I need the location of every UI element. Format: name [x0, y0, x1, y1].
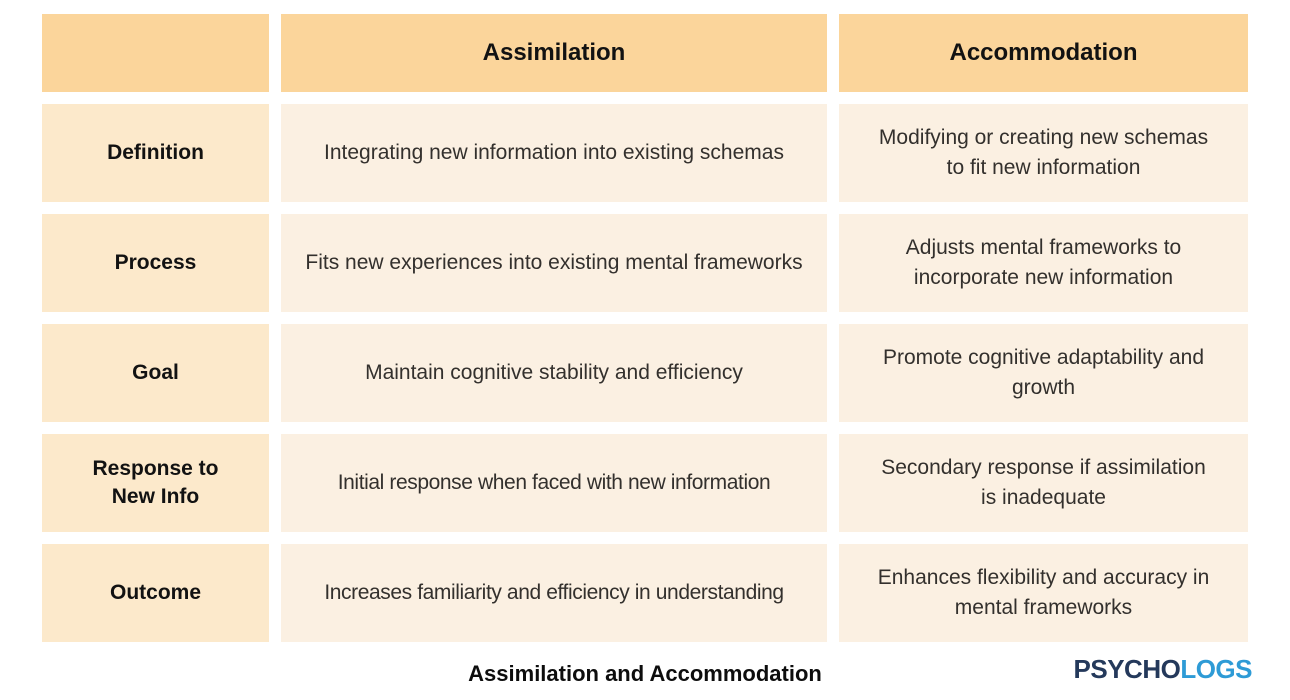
logo-text-psycho: PSYCHO: [1073, 654, 1181, 684]
cell-text: Initial response when faced with new inf…: [337, 470, 771, 494]
cell-goal-assimilation: Maintain cognitive stability and efficie…: [281, 324, 827, 422]
row-label-outcome: Outcome: [42, 544, 269, 642]
cell-text: Integrating new information into existin…: [324, 140, 784, 164]
row-label-text: Outcome: [109, 580, 201, 604]
row-label-text: Process: [114, 250, 197, 274]
logo-text-logs: LOGS: [1180, 654, 1252, 684]
table-title: Assimilation and Accommodation: [468, 661, 822, 686]
row-label-text: Definition: [107, 140, 204, 164]
cell-text: Promote cognitive adaptability and growt…: [882, 345, 1205, 399]
row-label-process: Process: [42, 214, 269, 312]
header-cell-accommodation: Accommodation: [839, 14, 1248, 92]
cell-process-accommodation: Adjusts mental frameworks to incorporate…: [839, 214, 1248, 312]
row-label-goal: Goal: [42, 324, 269, 422]
cell-definition-accommodation: Modifying or creating new schemas to fit…: [839, 104, 1248, 202]
cell-text: Enhances flexibility and accuracy in men…: [877, 565, 1210, 619]
row-label-definition: Definition: [42, 104, 269, 202]
header-cell-empty: [42, 14, 269, 92]
cell-text: Increases familiarity and efficiency in …: [324, 580, 784, 604]
cell-goal-accommodation: Promote cognitive adaptability and growt…: [839, 324, 1248, 422]
cell-process-assimilation: Fits new experiences into existing menta…: [281, 214, 827, 312]
header-label: Assimilation: [482, 39, 626, 66]
row-label-text: Response to New Info: [92, 456, 219, 508]
header-cell-assimilation: Assimilation: [281, 14, 827, 92]
cell-text: Fits new experiences into existing menta…: [305, 250, 803, 274]
psychologs-logo: PSYCHOLOGS: [1073, 654, 1253, 685]
row-label-response-to-new-info: Response to New Info: [42, 434, 269, 532]
cell-text: Maintain cognitive stability and efficie…: [365, 360, 743, 384]
header-label: Accommodation: [949, 39, 1138, 66]
cell-text: Modifying or creating new schemas to fit…: [878, 125, 1209, 179]
row-label-text: Goal: [132, 360, 179, 384]
comparison-table: Assimilation Accommodation Definition In…: [42, 14, 1248, 642]
cell-outcome-accommodation: Enhances flexibility and accuracy in men…: [839, 544, 1248, 642]
cell-text: Adjusts mental frameworks to incorporate…: [905, 235, 1182, 289]
cell-definition-assimilation: Integrating new information into existin…: [281, 104, 827, 202]
cell-response-accommodation: Secondary response if assimilation is in…: [839, 434, 1248, 532]
cell-text: Secondary response if assimilation is in…: [881, 455, 1206, 509]
cell-response-assimilation: Initial response when faced with new inf…: [281, 434, 827, 532]
cell-outcome-assimilation: Increases familiarity and efficiency in …: [281, 544, 827, 642]
